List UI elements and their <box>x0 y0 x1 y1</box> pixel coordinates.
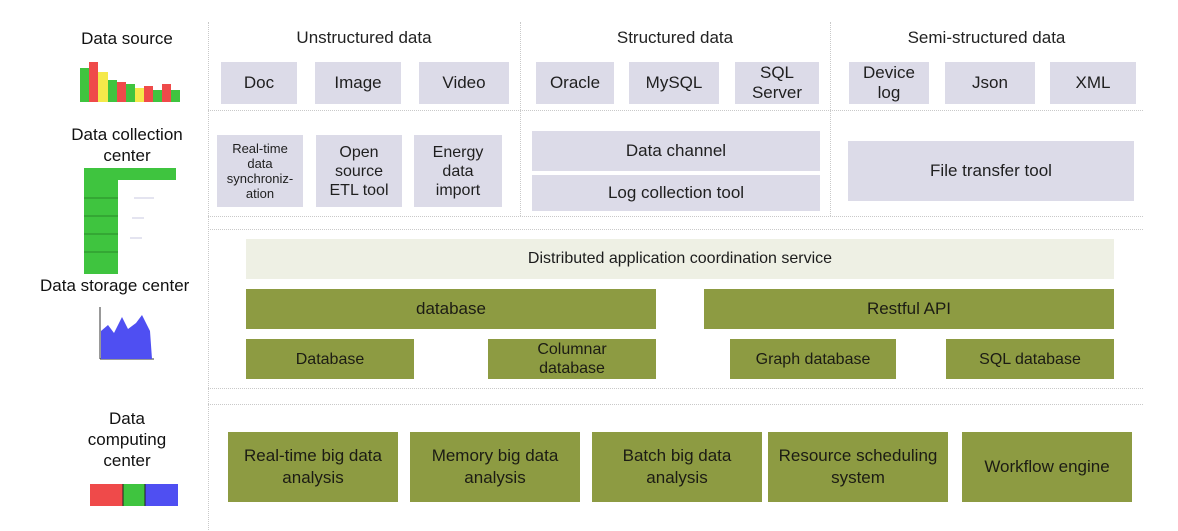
divider-left <box>208 22 209 531</box>
divider-h1 <box>208 110 1143 111</box>
computing-batch-analysis: Batch big data analysis <box>592 432 762 502</box>
storage-restful-api: Restful API <box>704 289 1114 329</box>
label-data-computing-center: Data computing center <box>87 409 167 470</box>
storage-sql-database: SQL database <box>946 339 1114 379</box>
computing-resource-scheduling: Resource scheduling system <box>768 432 948 502</box>
label-data-source: Data source <box>81 29 173 48</box>
storage-graph-database: Graph database <box>730 339 896 379</box>
divider-h4 <box>208 388 1143 389</box>
divider-h3 <box>208 229 1143 230</box>
computing-memory-analysis: Memory big data analysis <box>410 432 580 502</box>
source-xml: XML <box>1050 62 1136 104</box>
divider-1 <box>520 22 521 216</box>
computing-workflow-engine: Workflow engine <box>962 432 1132 502</box>
collection-file-transfer: File transfer tool <box>848 141 1134 201</box>
collection-etl-tool: Open source ETL tool <box>316 135 402 207</box>
source-bars-thumbnail <box>80 62 180 102</box>
collection-table-thumbnail <box>84 168 176 274</box>
source-mysql: MySQL <box>629 62 719 104</box>
storage-database-bar: database <box>246 289 656 329</box>
divider-h2 <box>208 216 1143 217</box>
storage-columnar-database: Columnar database <box>488 339 656 379</box>
source-device-log: Device log <box>849 62 929 104</box>
collection-realtime-sync: Real-time data synchroniz-ation <box>217 135 303 207</box>
source-oracle: Oracle <box>536 62 614 104</box>
computing-strip-thumbnail <box>90 484 178 506</box>
source-doc: Doc <box>221 62 297 104</box>
divider-2 <box>830 22 831 216</box>
unstructured-data-title: Unstructured data <box>296 28 432 47</box>
storage-coordination-service: Distributed application coordination ser… <box>246 239 1114 279</box>
collection-data-channel: Data channel <box>532 131 820 171</box>
label-data-collection-center: Data collection center <box>71 125 183 165</box>
source-sql-server: SQL Server <box>735 62 819 104</box>
semi-structured-data-title: Semi-structured data <box>907 28 1066 47</box>
storage-database: Database <box>246 339 414 379</box>
label-data-storage-center: Data storage center <box>40 276 190 295</box>
source-image: Image <box>315 62 401 104</box>
computing-realtime-analysis: Real-time big data analysis <box>228 432 398 502</box>
divider-h5 <box>208 404 1143 405</box>
source-video: Video <box>419 62 509 104</box>
collection-log-tool: Log collection tool <box>532 175 820 211</box>
structured-data-title: Structured data <box>616 28 734 47</box>
source-json: Json <box>945 62 1035 104</box>
collection-energy-import: Energy data import <box>414 135 502 207</box>
storage-area-thumbnail <box>99 307 154 360</box>
